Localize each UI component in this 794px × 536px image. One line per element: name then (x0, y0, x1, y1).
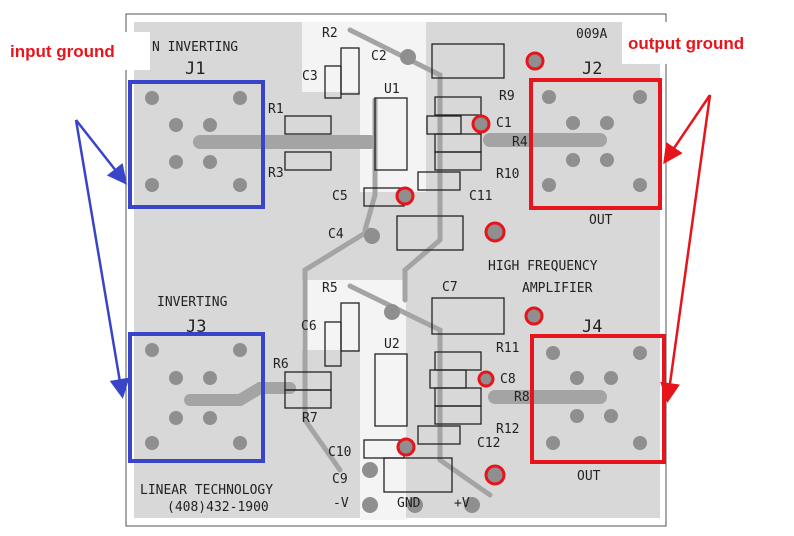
heading-line2: AMPLIFIER (522, 281, 593, 296)
label-gnd: GND (397, 496, 421, 511)
part-number: 009A (576, 27, 607, 42)
ground-marker (395, 186, 415, 206)
traces (184, 27, 607, 498)
top-circuit-title: N INVERTING (152, 40, 238, 55)
label-j4: J4 (582, 317, 602, 337)
label-out-bottom: OUT (577, 469, 601, 484)
ref-r3: R3 (268, 166, 284, 181)
ref-r2: R2 (322, 26, 338, 41)
ref-u1: U1 (384, 82, 400, 97)
ref-c3: C3 (302, 69, 318, 84)
input-ground-box-j1 (128, 80, 265, 209)
ref-c1: C1 (496, 116, 512, 131)
ref-c5: C5 (332, 189, 348, 204)
output-ground-box-j2 (529, 78, 662, 210)
ref-r11: R11 (496, 341, 519, 356)
ref-r4: R4 (512, 135, 528, 150)
silkscreen-labels: N INVERTING J1 J2 J3 J4 009A OUT OUT HIG… (140, 26, 613, 515)
ref-c9: C9 (332, 472, 348, 487)
bottom-circuit-title: INVERTING (157, 295, 228, 310)
ref-c2: C2 (371, 49, 387, 64)
ground-marker (477, 370, 495, 388)
ref-r8: R8 (514, 390, 530, 405)
board-clear-area (360, 350, 406, 520)
maker-phone: (408)432-1900 (167, 500, 269, 515)
ref-c6: C6 (301, 319, 317, 334)
ground-marker (396, 437, 416, 457)
arrow-to-j4 (660, 94, 712, 403)
maker-name: LINEAR TECHNOLOGY (140, 483, 273, 498)
ground-marker (484, 464, 506, 486)
ref-r1: R1 (268, 102, 284, 117)
ref-c4: C4 (328, 227, 344, 242)
input-ground-box-j3 (128, 332, 265, 463)
ref-c7: C7 (442, 280, 458, 295)
arrow-to-j2 (663, 94, 712, 165)
component-outlines (284, 43, 505, 493)
ref-r10: R10 (496, 167, 519, 182)
ref-u2: U2 (384, 337, 400, 352)
ref-c8: C8 (500, 372, 516, 387)
input-ground-label: input ground (10, 42, 115, 61)
ref-c12: C12 (477, 436, 500, 451)
label-j2: J2 (582, 59, 602, 79)
output-label-bg (622, 22, 794, 64)
ref-r7: R7 (302, 411, 318, 426)
ref-c11: C11 (469, 189, 492, 204)
output-ground-arrows (660, 94, 712, 403)
label-pos-v: +V (454, 496, 470, 511)
output-ground-label: output ground (628, 34, 744, 53)
label-out-top: OUT (589, 213, 613, 228)
u2-outline (374, 353, 408, 427)
ground-marker (524, 306, 544, 326)
label-j1: J1 (185, 59, 205, 79)
connector-pads (145, 49, 647, 513)
ref-r9: R9 (499, 89, 515, 104)
arrow-to-j1 (75, 119, 128, 185)
heading-line1: HIGH FREQUENCY (488, 259, 598, 274)
ref-r6: R6 (273, 357, 289, 372)
ground-marker (471, 114, 491, 134)
u1-outline (374, 97, 408, 171)
ground-point-markers (395, 51, 545, 486)
input-label-bg (0, 32, 150, 70)
arrow-to-j3 (74, 119, 130, 399)
ground-marker (525, 51, 545, 71)
input-ground-arrows (74, 119, 130, 399)
ref-r12: R12 (496, 422, 519, 437)
ref-r5: R5 (322, 281, 338, 296)
ground-marker (484, 221, 506, 243)
ref-c10: C10 (328, 445, 351, 460)
label-neg-v: -V (333, 496, 349, 511)
